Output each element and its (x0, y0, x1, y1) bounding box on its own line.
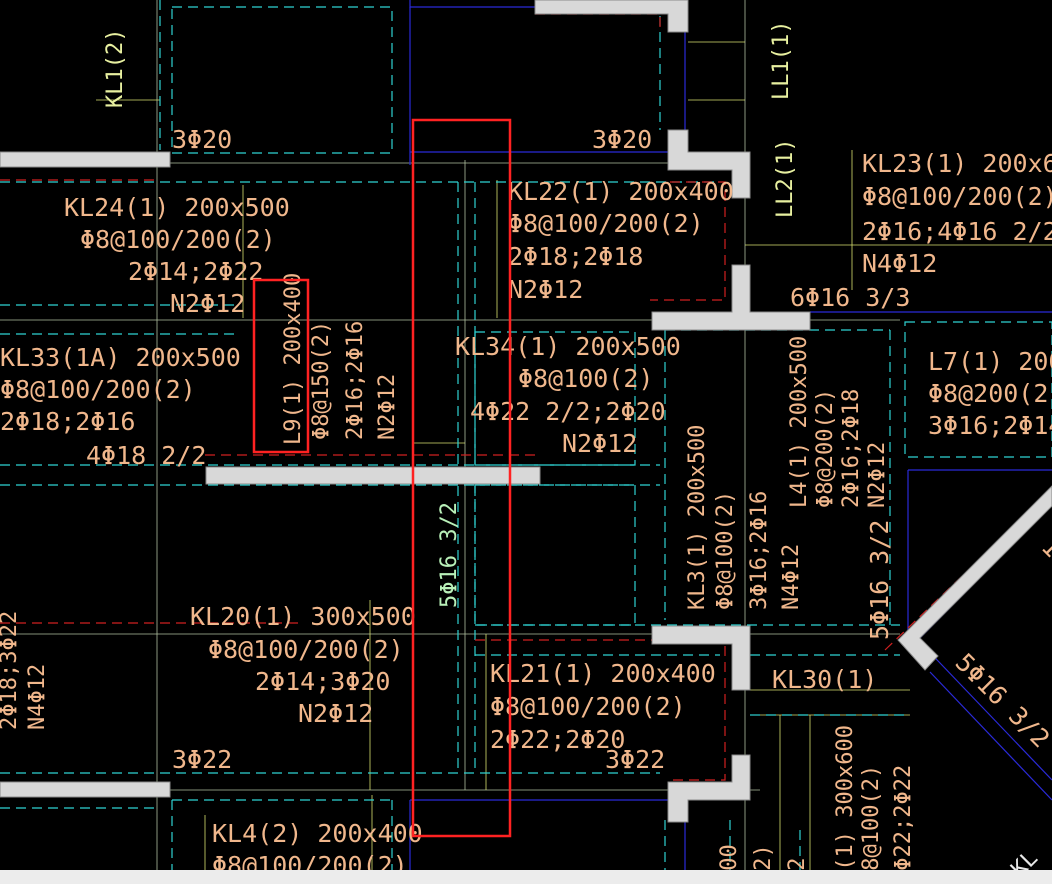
label-3d20-a: 3Φ20 (172, 125, 232, 154)
label-kl33-1: KL33(1A) 200x500 (0, 343, 241, 372)
label-5d16-right: 5Φ16 3/2 (865, 520, 894, 640)
label-l4-3: 2Φ16;2Φ18 (839, 389, 864, 508)
label-kl24-1: KL24(1) 200x500 (64, 193, 290, 222)
highlight-box-l9 (252, 278, 310, 454)
label-l4-1: L4(1) 200x500 (787, 336, 812, 508)
label-l4-4: N2Φ12 (865, 442, 890, 508)
label-kl33-2: Φ8@100/200(2) (0, 375, 196, 404)
label-kl22-3: 2Φ18;2Φ18 (508, 242, 643, 271)
label-kl23-3: 2Φ16;4Φ16 2/2 (862, 217, 1052, 246)
label-kl20-3: 2Φ14;3Φ20 (255, 667, 390, 696)
label-4d18: 4Φ18 2/2 (86, 441, 206, 470)
label-kl33-3: 2Φ18;2Φ16 (0, 407, 135, 436)
label-5d16-mid: 5Φ16 3/2 (437, 502, 462, 608)
label-kl21-3: 2Φ22;2Φ20 (490, 725, 625, 754)
label-kl20-2: Φ8@100/200(2) (208, 635, 404, 664)
label-kl24-4: N2Φ12 (170, 289, 245, 318)
label-kl22-4: N2Φ12 (508, 275, 583, 304)
label-kl24-3: 2Φ14;2Φ22 (128, 257, 263, 286)
label-kl34-4: N2Φ12 (562, 429, 637, 458)
label-3d22-b: 3Φ22 (605, 745, 665, 774)
label-kl24-2: Φ8@100/200(2) (80, 225, 276, 254)
label-left-v1: 2Φ18;3Φ22 (0, 611, 22, 730)
label-l9-4: N2Φ12 (375, 374, 400, 440)
label-left-v2: N4Φ12 (25, 664, 50, 730)
label-kl4-1: KL4(2) 200x400 (212, 819, 423, 848)
label-l9-1: L9(1) 200x400 (281, 273, 306, 445)
label-kl3-4: N4Φ12 (779, 544, 804, 610)
label-kl1: KL1(2) (103, 29, 128, 108)
blue-outlines (409, 0, 1052, 884)
label-kl20-4: N2Φ12 (298, 699, 373, 728)
label-kl21-1: KL21(1) 200x400 (490, 659, 716, 688)
label-kl34-1: KL34(1) 200x500 (455, 332, 681, 361)
label-ll1: LL1(1) (769, 21, 794, 100)
label-l9-2: Φ8@150(2) (309, 321, 334, 440)
label-kl3-2: Φ8@100(2) (713, 491, 738, 610)
label-ll2: LL2(1) (773, 139, 798, 218)
highlight-box-column (411, 118, 512, 838)
label-kl22-1: KL22(1) 200x400 (508, 177, 734, 206)
label-l4-2: Φ8@200(2) (813, 389, 838, 508)
label-kl23-4: N4Φ12 (862, 249, 937, 278)
label-kl3-1: KL3(1) 200x500 (685, 425, 710, 610)
label-l7-1: L7(1) 200x50 (928, 347, 1052, 376)
label-kl22-2: Φ8@100/200(2) (508, 209, 704, 238)
label-kl21-2: Φ8@100/200(2) (490, 692, 686, 721)
label-kl30: KL30(1) (772, 665, 877, 694)
label-l7-2: Φ8@200(2) (928, 379, 1052, 408)
walls (0, 0, 1052, 823)
highlight-boxes (252, 118, 512, 838)
beam-labels: KL1(2) 3Φ20 3Φ20 LL1(1) LL2(1) KL23(1) 2… (0, 21, 1052, 884)
label-kl23-2: Φ8@100/200(2) (862, 182, 1052, 211)
label-3d20-b: 3Φ20 (592, 125, 652, 154)
label-kl34-3: 4Φ22 2/2;2Φ20 (470, 397, 666, 426)
bottom-scroll-strip[interactable] (0, 870, 1052, 884)
label-l9-3: 2Φ16;2Φ16 (343, 321, 368, 440)
label-5d16-diag: 5Φ16 3/2 (950, 648, 1052, 754)
label-l7-3: 3Φ16;2Φ14 (928, 411, 1052, 440)
label-3d22-a: 3Φ22 (172, 745, 232, 774)
label-br-3: 2Φ22;2Φ22 (891, 765, 916, 884)
label-16-diag: 16 (1036, 532, 1052, 574)
label-kl20-1: KL20(1) 300x500 (190, 602, 416, 631)
label-br-2: Φ8@100(2) (859, 765, 884, 884)
label-6d16: 6Φ16 3/3 (790, 283, 910, 312)
label-kl23-1: KL23(1) 200x600 (862, 149, 1052, 178)
label-kl34-2: Φ8@100(2) (518, 364, 653, 393)
label-br-1: 2(1) 300x600 (833, 725, 858, 884)
label-kl3-3: 3Φ16;2Φ16 (747, 491, 772, 610)
